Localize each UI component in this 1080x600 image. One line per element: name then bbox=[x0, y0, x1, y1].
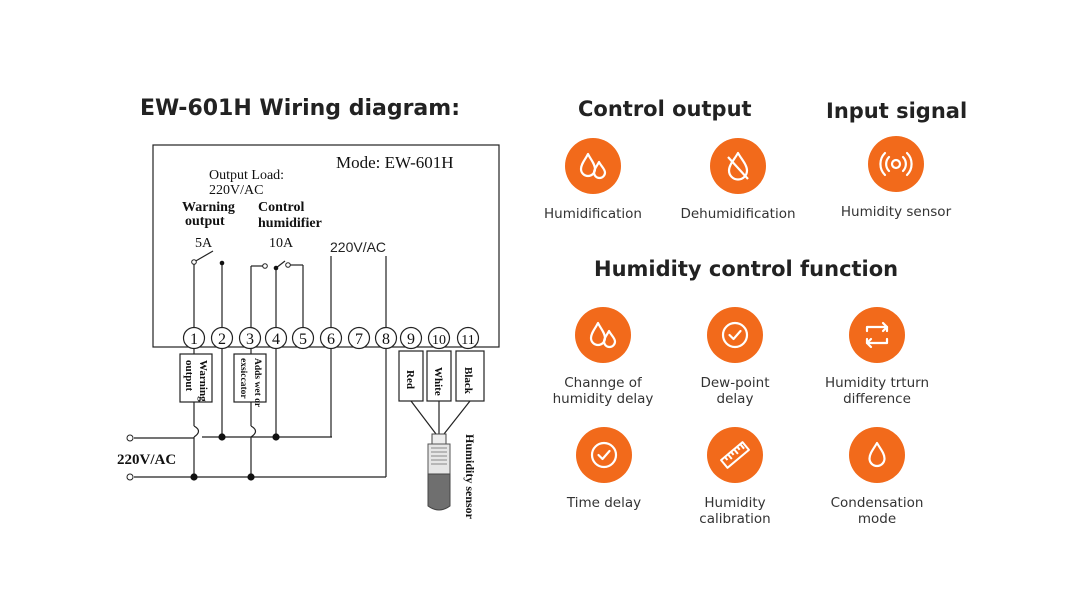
feature-label-line: calibration bbox=[699, 511, 771, 527]
feature-humidification: Humidification bbox=[518, 138, 668, 222]
humidity-sensor-probe bbox=[427, 433, 451, 511]
tag-warning-output: output bbox=[183, 360, 195, 392]
return-arrows-icon bbox=[849, 307, 905, 363]
wire-red-label: Red bbox=[404, 370, 416, 389]
wiring-diagram: 1 2 3 4 5 6 7 8 9 10 11 Mode: EW-601H Ou… bbox=[117, 144, 500, 520]
feature-label-line: mode bbox=[857, 511, 897, 527]
feature-humidity-sensor: Humidity sensor bbox=[821, 136, 971, 220]
tag-adds-wet: exsiccator bbox=[238, 358, 248, 399]
input-signal-title: Input signal bbox=[826, 99, 968, 123]
feature-label-line: humidity delay bbox=[552, 391, 654, 407]
wire-black-label: Black bbox=[462, 367, 474, 395]
feature-label-line: Humidity bbox=[704, 495, 766, 511]
supply-input-label: 220V/AC bbox=[117, 452, 176, 468]
wire-white-label: White bbox=[432, 367, 444, 396]
control-output-title: Control output bbox=[578, 97, 752, 121]
terminal-label: 9 bbox=[407, 331, 415, 348]
feature-label-line: Time delay bbox=[566, 495, 642, 511]
terminal-label: 6 bbox=[327, 331, 335, 348]
clock-icon bbox=[576, 427, 632, 483]
feature-label-line: Humidity trturn bbox=[824, 375, 930, 391]
wiring-diagram-title: EW-601H Wiring diagram: bbox=[140, 96, 460, 121]
feature-dehumidification: Dehumidification bbox=[663, 138, 813, 222]
feature-label: Humidity sensor bbox=[840, 204, 952, 220]
control-rating: 10A bbox=[269, 236, 294, 251]
feature-humidity-return-difference: Humidity trturn difference bbox=[802, 307, 952, 407]
feature-dew-point-delay: Dew-point delay bbox=[660, 307, 810, 407]
feature-humidity-calibration: Humidity calibration bbox=[660, 427, 810, 527]
signal-waves-icon bbox=[868, 136, 924, 192]
control-label: humidifier bbox=[258, 216, 322, 231]
terminal-label: 2 bbox=[218, 331, 226, 348]
clock-icon bbox=[707, 307, 763, 363]
tag-adds-wet: Adds wet or bbox=[252, 358, 262, 408]
model-label: Mode: EW-601H bbox=[336, 153, 454, 172]
warning-output-label: Warning bbox=[182, 200, 235, 215]
terminal-label: 1 bbox=[190, 331, 198, 348]
feature-label: Humidity calibration bbox=[660, 495, 810, 527]
feature-label: Channge of humidity delay bbox=[528, 375, 678, 407]
feature-change-humidity-delay: Channge of humidity delay bbox=[528, 307, 678, 407]
terminal-label: 10 bbox=[432, 333, 446, 348]
terminal-label: 3 bbox=[246, 331, 254, 348]
feature-label: Humidification bbox=[544, 206, 642, 222]
terminal-label: 4 bbox=[272, 331, 280, 348]
humidity-control-title: Humidity control function bbox=[594, 257, 899, 281]
feature-time-delay: Time delay bbox=[529, 427, 679, 511]
feature-label: Dew-point delay bbox=[660, 375, 810, 407]
crossed-droplet-icon bbox=[710, 138, 766, 194]
double-droplet-icon bbox=[565, 138, 621, 194]
output-voltage-label: 220V/AC bbox=[209, 183, 263, 198]
feature-condensation-mode: Condensation mode bbox=[802, 427, 952, 527]
double-droplet-icon bbox=[575, 307, 631, 363]
warning-rating: 5A bbox=[195, 236, 213, 251]
terminal-block bbox=[182, 326, 480, 350]
feature-label: Dehumidification bbox=[680, 206, 796, 222]
warning-output-label: output bbox=[185, 214, 225, 229]
tag-warning-output: Warning bbox=[197, 360, 209, 402]
droplet-icon bbox=[849, 427, 905, 483]
terminal-label: 7 bbox=[355, 331, 363, 348]
terminal-label: 5 bbox=[299, 331, 307, 348]
sensor-label: Humidity sensor bbox=[463, 434, 477, 520]
ruler-icon bbox=[707, 427, 763, 483]
feature-label-line: Condensation bbox=[830, 495, 924, 511]
control-label: Control bbox=[258, 200, 305, 215]
feature-label-line: Channge of bbox=[564, 375, 642, 391]
terminal-label: 11 bbox=[461, 333, 474, 348]
terminal-label: 8 bbox=[382, 331, 390, 348]
feature-label: Humidity trturn difference bbox=[802, 375, 952, 407]
feature-label: Time delay bbox=[529, 495, 679, 511]
feature-label: Condensation mode bbox=[802, 495, 952, 527]
output-load-label: Output Load: bbox=[209, 168, 284, 183]
supply-voltage-label: 220V/AC bbox=[330, 239, 386, 255]
feature-label-line: delay bbox=[716, 391, 754, 407]
feature-label-line: Dew-point bbox=[700, 375, 770, 391]
feature-label-line: difference bbox=[843, 391, 911, 407]
